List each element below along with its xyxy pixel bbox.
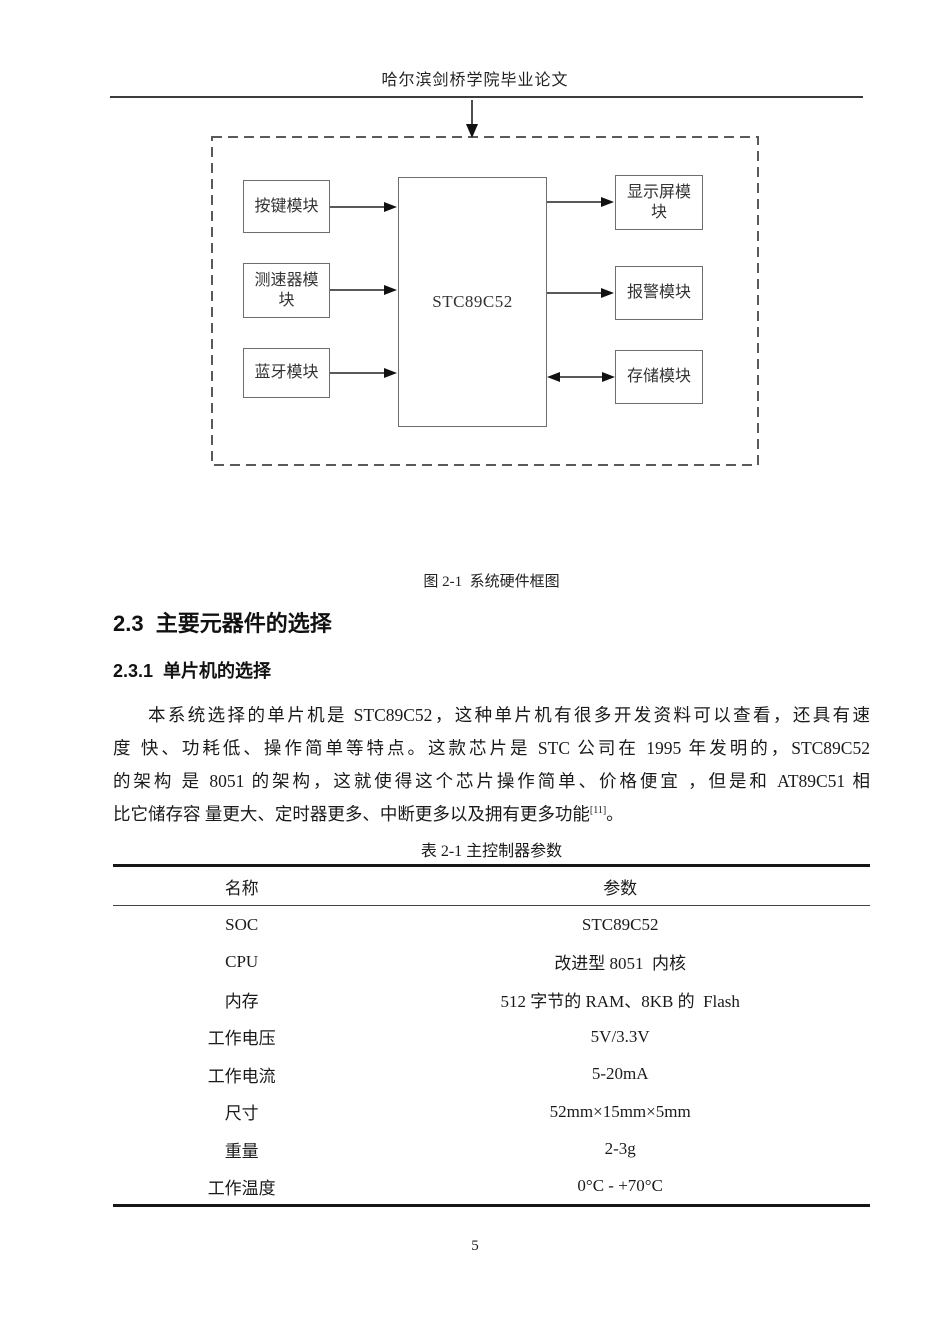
table-row: 尺寸 52mm×15mm×5mm: [113, 1093, 870, 1131]
paragraph-text: 。: [606, 804, 624, 824]
page-number: 5: [471, 1238, 479, 1254]
module-box-alarm: 报警模块: [615, 266, 703, 320]
citation-reference: [11]: [589, 805, 607, 817]
table-row: 工作电压 5V/3.3V: [113, 1018, 870, 1056]
table-row: 重量 2-3g: [113, 1131, 870, 1169]
module-label: 报警模块: [626, 284, 691, 301]
table-row: 工作温度 0°C - +70°C: [113, 1168, 870, 1206]
module-box-display: 显示屏模块: [615, 175, 703, 230]
diagram-connectors: [211, 100, 759, 466]
figure-caption: 图 2-1 系统硬件框图: [423, 574, 560, 590]
param-value: 512 字节的 RAM、8KB 的 Flash: [500, 991, 740, 1011]
param-value: 2-3g: [604, 1139, 636, 1159]
table-row: CPU 改进型 8051 内核: [113, 943, 870, 981]
param-name: 尺寸: [224, 1104, 259, 1124]
module-box-keypad: 按键模块: [243, 180, 330, 233]
module-box-bluetooth: 蓝牙模块: [243, 348, 330, 398]
right-arrowhead-icon: [602, 372, 615, 382]
module-box-speed-sensor: 测速器模块: [243, 263, 330, 318]
param-value: 5V/3.3V: [590, 1026, 650, 1046]
param-name: 内存: [224, 991, 259, 1011]
paragraph-line: 度 快、功耗低、操作简单等特点。这款芯片是 STC 公司在 1995 年发明的，…: [113, 738, 870, 758]
module-label: 存储模块: [626, 368, 691, 385]
param-name: 重量: [224, 1141, 259, 1161]
param-value: 5-20mA: [591, 1064, 649, 1084]
module-label: 按键模块: [254, 197, 319, 215]
module-box-storage: 存储模块: [615, 350, 703, 404]
table-header-row: 名称 参数: [113, 865, 870, 906]
controller-parameters-table: 名称 参数 SOC STC89C52 CPU 改进型 8051 内核 内存 51…: [113, 864, 870, 1207]
param-value: 52mm×15mm×5mm: [549, 1101, 691, 1121]
param-value: 0°C - +70°C: [577, 1176, 663, 1195]
paragraph-line: 的架构 是 8051 的架构，这就使得这个芯片操作简单、价格便宜 ，但是和 AT…: [113, 771, 870, 791]
right-arrowhead-icon: [384, 202, 397, 212]
param-value: STC89C52: [581, 914, 659, 934]
system-boundary-dashed-box: [211, 136, 759, 466]
param-value: 改进型 8051 内核: [554, 954, 687, 974]
table-caption: 表 2-1 主控制器参数: [420, 843, 563, 860]
down-arrowhead-icon: [466, 124, 478, 138]
paragraph-line: 本系统选择的单片机是 STC89C52，这种单片机有很多开发资料可以查看，还具有…: [148, 705, 870, 725]
column-header-name: 名称: [113, 865, 371, 906]
subsection-heading-2-3-1: 2.3.1 单片机的选择: [113, 661, 272, 681]
param-name: 工作电压: [207, 1029, 276, 1049]
paragraph-line: 比它储存容 量更大、定时器更多、中断更多以及拥有更多功能[11]。: [113, 798, 870, 831]
right-arrowhead-icon: [384, 368, 397, 378]
mcu-box-stc89c52: STC89C52: [398, 177, 547, 427]
left-arrowhead-icon: [547, 372, 560, 382]
chip-label: STC89C52: [432, 292, 513, 312]
table-row: SOC STC89C52: [113, 906, 870, 944]
param-name: 工作电流: [207, 1066, 276, 1086]
param-name: 工作温度: [207, 1178, 276, 1198]
running-header: 哈尔滨剑桥学院毕业论文: [381, 72, 569, 89]
section-heading-2-3: 2.3 主要元器件的选择: [113, 611, 332, 636]
param-name: CPU: [225, 951, 259, 971]
body-paragraph: 本系统选择的单片机是 STC89C52，这种单片机有很多开发资料可以查看，还具有…: [113, 699, 870, 831]
paragraph-text: 比它储存容 量更大、定时器更多、中断更多以及拥有更多功能: [113, 804, 590, 824]
module-label: 测速器模块: [254, 271, 319, 309]
right-arrowhead-icon: [601, 197, 614, 207]
param-name: SOC: [225, 914, 259, 934]
module-label: 蓝牙模块: [254, 364, 319, 381]
right-arrowhead-icon: [601, 288, 614, 298]
column-header-value: 参数: [370, 865, 870, 906]
document-body: 图 2-1 系统硬件框图 2.3 主要元器件的选择 2.3.1 单片机的选择 本…: [113, 560, 870, 1207]
right-arrowhead-icon: [384, 285, 397, 295]
module-label: 显示屏模块: [626, 183, 691, 221]
table-row: 工作电流 5-20mA: [113, 1056, 870, 1094]
hardware-block-diagram: 按键模块 测速器模块 蓝牙模块 STC89C52 显示屏模块 报警模块 存储模块: [0, 0, 950, 500]
header-divider: [110, 96, 863, 98]
table-row: 内存 512 字节的 RAM、8KB 的 Flash: [113, 981, 870, 1019]
